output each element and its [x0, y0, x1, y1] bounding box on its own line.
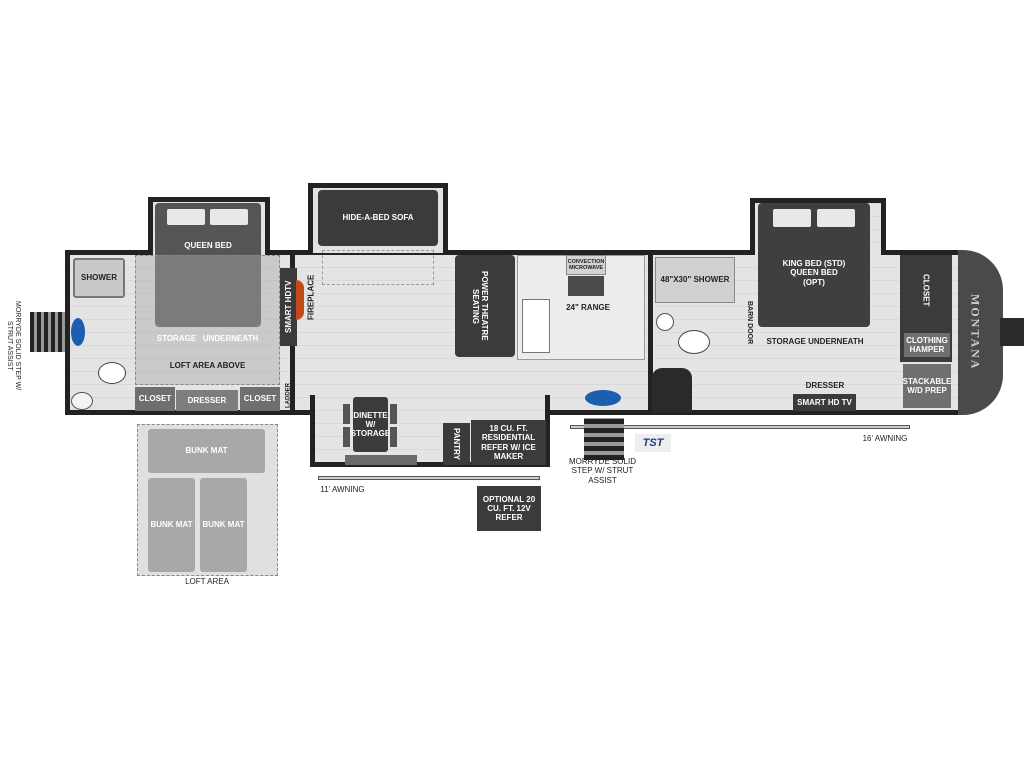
king-bed-label: KING BED (STD) QUEEN BED (OPT)	[782, 259, 846, 287]
bunk-mat-left: BUNK MAT	[148, 478, 195, 572]
queen-bed-label: QUEEN BED	[184, 241, 232, 251]
front-dresser-label: DRESSER	[805, 381, 845, 391]
fireplace-label: FIREPLACE	[306, 274, 316, 320]
hide-a-bed-sofa: HIDE-A-BED SOFA	[318, 190, 438, 246]
queen-bed: QUEEN BED	[155, 203, 261, 327]
awning-16	[570, 425, 910, 429]
kitchen-sink	[522, 299, 550, 353]
closet-right: CLOSET	[240, 387, 280, 411]
chair	[390, 427, 397, 447]
logo-badge-rear	[71, 318, 85, 346]
dresser-rear: DRESSER	[176, 390, 238, 411]
range-icon	[568, 276, 604, 296]
rear-storage-label: STORAGE UNDERNEATH	[156, 334, 259, 344]
awning-11	[318, 476, 540, 480]
entry-step-label: MORRYDE SOLID STEP W/ STRUT ASSIST	[569, 457, 636, 485]
fireplace-icon	[296, 280, 304, 320]
dinette: DINETTE W/ STORAGE	[351, 397, 390, 452]
loft-above-label: LOFT AREA ABOVE	[169, 361, 246, 371]
pillow	[210, 209, 248, 225]
residential-refer: 18 CU. FT. RESIDENTIAL REFER W/ ICE MAKE…	[471, 420, 546, 465]
sink-front	[656, 313, 674, 331]
loft-area-label: LOFT AREA	[185, 577, 229, 587]
toilet-front	[678, 330, 710, 354]
dinette-bench	[345, 455, 417, 465]
stackable-wd: STACKABLE W/D PREP	[903, 364, 951, 408]
theatre-label: POWER THEATRE SEATING	[471, 271, 490, 341]
front-shower: 48"X30" SHOWER	[655, 257, 735, 303]
tst-logo: TST	[635, 434, 671, 452]
rear-step-label: MORRYDE SOLID STEP W/ STRUT ASSIST	[6, 301, 22, 391]
pin-box	[1000, 318, 1024, 346]
chair	[390, 404, 397, 424]
king-bed: KING BED (STD) QUEEN BED (OPT)	[758, 203, 870, 327]
front-storage-label: STORAGE UNDERNEATH	[766, 337, 864, 347]
chair	[343, 427, 350, 447]
pillow	[817, 209, 855, 227]
barn-door: BARN DOOR	[746, 300, 754, 345]
chair	[343, 404, 350, 424]
sink-rear	[71, 392, 93, 410]
ladder: LADDER	[285, 383, 292, 409]
sofa-label: HIDE-A-BED SOFA	[342, 213, 414, 223]
bunk-mat-right: BUNK MAT	[200, 478, 247, 572]
pillow	[167, 209, 205, 225]
loft-overlay	[135, 255, 280, 385]
bunk-mat-top: BUNK MAT	[148, 429, 265, 473]
entry-step	[584, 418, 624, 460]
awning-11-label: 11' AWNING	[320, 485, 365, 495]
awning-16-label: 16' AWNING	[862, 434, 908, 444]
closet-left: CLOSET	[135, 387, 175, 411]
rear-step	[30, 312, 66, 352]
clothing-hamper: CLOTHING HAMPER	[904, 333, 950, 357]
sofa-bed-outline	[322, 250, 434, 285]
montana-logo: MONTANA	[968, 293, 983, 371]
power-theatre-seating: POWER THEATRE SEATING	[455, 255, 515, 357]
optional-refer: OPTIONAL 20 CU. FT. 12V REFER	[477, 486, 541, 531]
front-closet-label: CLOSET	[921, 273, 931, 307]
pillow	[773, 209, 811, 227]
pantry: PANTRY	[443, 423, 470, 465]
rear-shower: SHOWER	[73, 258, 125, 298]
range-label: 24" RANGE	[566, 303, 610, 313]
smart-hd-tv: SMART HD TV	[793, 394, 856, 411]
smart-hdtv: SMART HDTV	[280, 268, 297, 346]
front-cap	[958, 250, 1003, 415]
entry-door	[652, 368, 692, 413]
logo-badge-entry	[585, 390, 621, 406]
convection-microwave: CONVECTION MICROWAVE	[566, 255, 606, 275]
toilet-rear	[98, 362, 126, 384]
